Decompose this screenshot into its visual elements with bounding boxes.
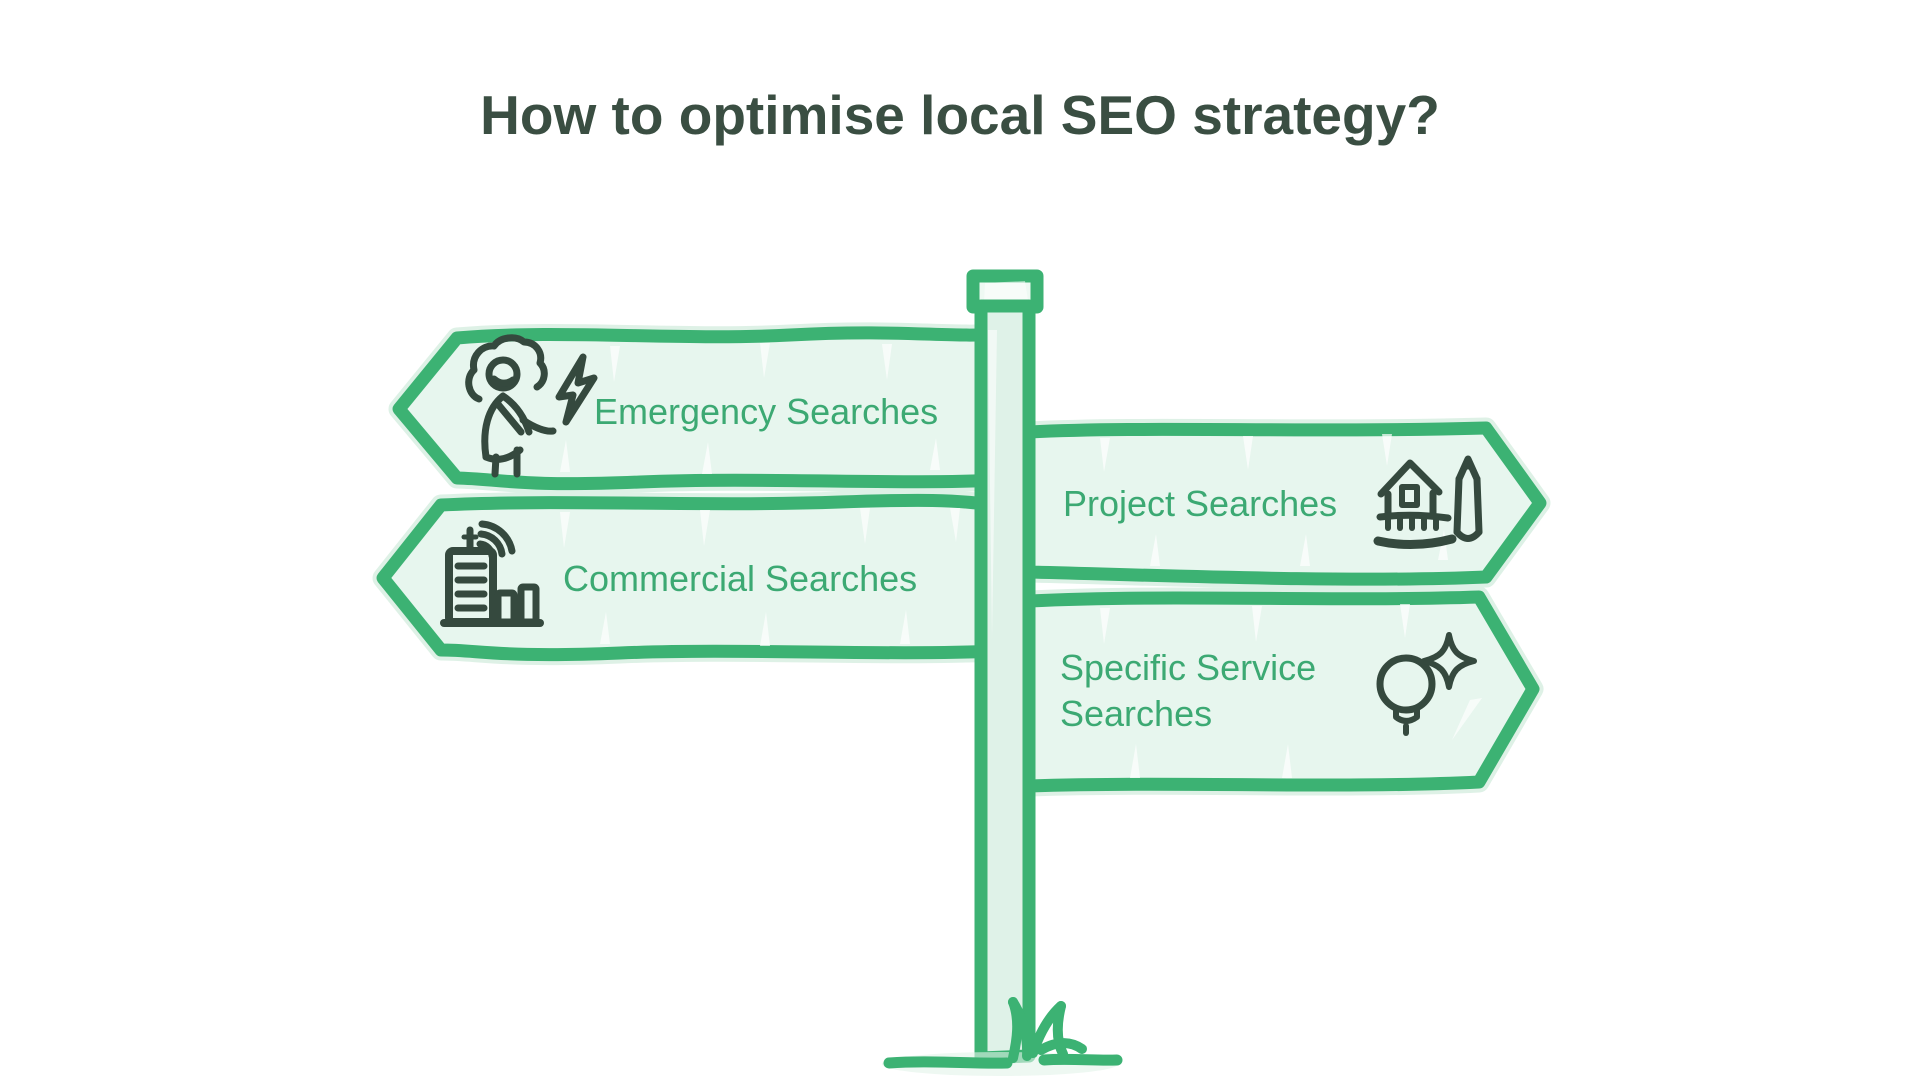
sign-emergency [392,326,1006,491]
sign-specific-service [1022,590,1540,793]
ground [882,997,1123,1076]
post-highlight [988,330,997,640]
house-ruler-pencil-icon [1373,455,1483,550]
city-buildings-signal-icon [440,520,544,627]
page-title: How to optimise local SEO strategy? [480,83,1440,146]
sign-texture [560,508,960,646]
post-cap [966,269,1044,314]
sign-texture [1100,604,1482,778]
signpost-post [974,299,1036,1065]
sign-label-emergency: Emergency Searches [594,391,939,432]
grass-tuft [1008,997,1087,1063]
sign-texture [560,343,940,474]
sign-label-project: Project Searches [1063,483,1338,524]
woman-lightning-icon [465,334,598,478]
sign-label-specific-service: Specific Service Searches [1060,647,1317,734]
sign-label-commercial: Commercial Searches [563,558,918,599]
lightbulb-sparkle-icon [1376,632,1477,736]
